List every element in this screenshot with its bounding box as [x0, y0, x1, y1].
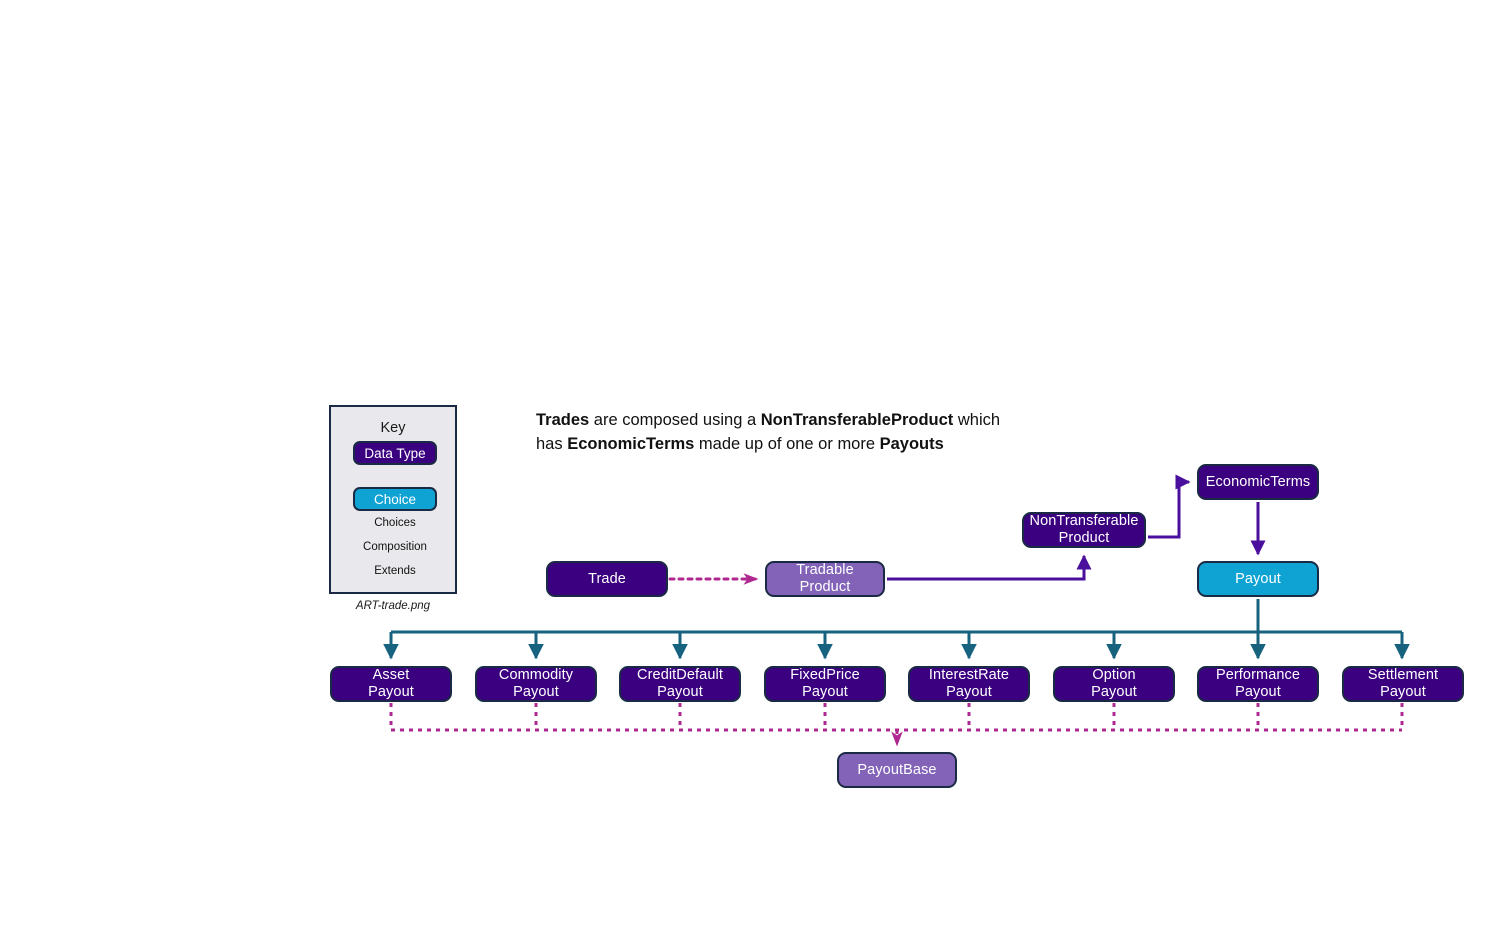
- node-economic-terms[interactable]: EconomicTerms: [1197, 464, 1319, 500]
- heading-text-3: has: [536, 434, 568, 453]
- node-performance-payout[interactable]: Performance Payout: [1197, 666, 1319, 702]
- heading-text-4: made up of one or more: [694, 434, 880, 453]
- node-asset-payout[interactable]: Asset Payout: [330, 666, 452, 702]
- page-title: Trades are composed using a NonTransfera…: [536, 409, 1096, 456]
- key-panel: Key Data Type Choice Choices Composition…: [329, 405, 457, 594]
- heading-text-2: which: [953, 411, 1001, 429]
- node-non-transferable-product[interactable]: NonTransferable Product: [1022, 512, 1146, 548]
- edge-tradable-product-to-nontransferable-product: [887, 554, 1092, 581]
- heading-text-1: are composed using a: [589, 411, 761, 429]
- node-tradable-product[interactable]: Tradable Product: [765, 561, 885, 597]
- key-legend-label-composition: Composition: [363, 541, 427, 553]
- node-option-payout[interactable]: Option Payout: [1053, 666, 1175, 702]
- key-legend-label-choices: Choices: [374, 517, 416, 529]
- node-fixed-price-payout[interactable]: FixedPrice Payout: [764, 666, 886, 702]
- key-chip-choice: Choice: [353, 487, 437, 511]
- key-chip-data-type: Data Type: [353, 441, 437, 465]
- heading-bold-trades: Trades: [536, 411, 590, 429]
- node-credit-default-payout[interactable]: CreditDefault Payout: [619, 666, 741, 702]
- heading-bold-nontransferableproduct: NonTransferableProduct: [760, 411, 954, 429]
- key-panel-caption: ART-trade.png: [355, 600, 431, 612]
- key-legend-label-extends: Extends: [374, 565, 416, 577]
- heading-bold-economicterms: EconomicTerms: [567, 434, 695, 453]
- edge-payout-choices-bus: [383, 599, 1410, 660]
- edge-nontransferable-product-to-economic-terms: [1148, 474, 1191, 539]
- node-payout-base[interactable]: PayoutBase: [837, 752, 957, 788]
- key-panel-title: Key: [380, 420, 406, 436]
- node-commodity-payout[interactable]: Commodity Payout: [475, 666, 597, 702]
- node-interest-rate-payout[interactable]: InterestRate Payout: [908, 666, 1030, 702]
- node-settlement-payout[interactable]: Settlement Payout: [1342, 666, 1464, 702]
- heading-bold-payouts: Payouts: [879, 434, 944, 453]
- edge-payouts-extends-bus: [389, 703, 1404, 747]
- node-payout[interactable]: Payout: [1197, 561, 1319, 597]
- node-trade[interactable]: Trade: [546, 561, 668, 597]
